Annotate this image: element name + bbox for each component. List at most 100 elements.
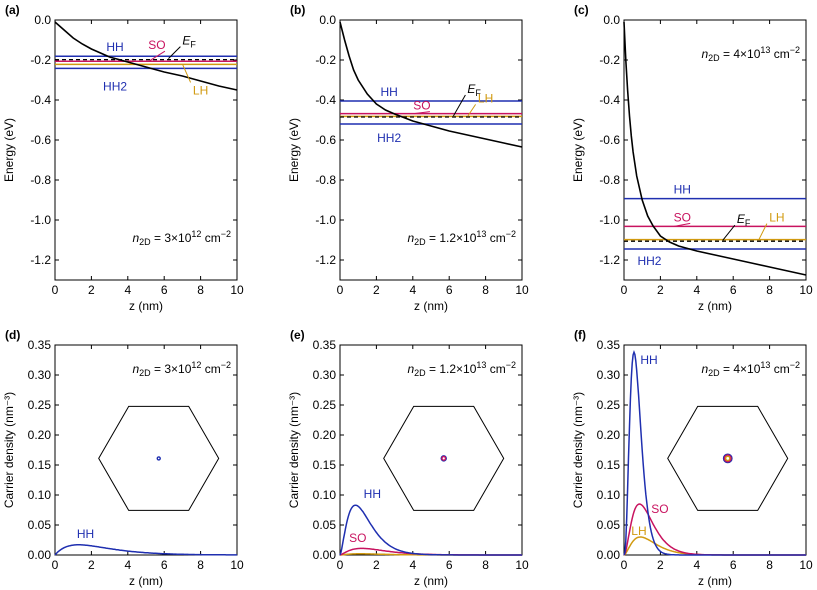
panel-label: (d) (5, 328, 20, 342)
density-curve-hh (623, 349, 806, 556)
y-tick-label: -1.0 (30, 213, 51, 227)
x-tick-label: 8 (482, 283, 489, 297)
level-label-hh2: HH2 (103, 79, 127, 93)
fermi-label: EF (182, 34, 196, 50)
density-annotation: n2D = 3×1012 cm−2 (132, 229, 231, 247)
y-tick-label: -0.2 (30, 53, 51, 67)
x-axis-label: z (nm) (129, 574, 163, 588)
x-axis-label: z (nm) (698, 574, 732, 588)
y-tick-label: 0.35 (313, 338, 337, 352)
density-label-lh: LH (631, 524, 646, 538)
brillouin-zone-hexagon (98, 405, 220, 511)
level-leader-lh (467, 104, 477, 117)
x-tick-label: 10 (799, 558, 813, 572)
level-label-hh2: HH2 (377, 131, 401, 145)
x-tick-label: 10 (230, 283, 244, 297)
plot-frame (54, 344, 238, 556)
x-tick-label: 0 (337, 558, 344, 572)
brillouin-zone-hexagon (383, 405, 505, 511)
x-tick-label: 6 (161, 283, 168, 297)
x-axis-label: z (nm) (414, 574, 448, 588)
y-tick-label: 0.25 (313, 398, 337, 412)
y-tick-label: 0.30 (28, 368, 52, 382)
level-label-so: SO (148, 38, 165, 52)
y-tick-label: -0.6 (599, 133, 620, 147)
x-tick-label: 10 (230, 558, 244, 572)
x-tick-label: 0 (52, 558, 59, 572)
y-tick-label: 0.05 (597, 518, 621, 532)
fermi-circle-hh (722, 453, 733, 464)
plot-frame (339, 19, 523, 281)
x-tick-label: 8 (766, 558, 773, 572)
y-tick-label: -0.4 (599, 93, 620, 107)
x-tick-label: 2 (88, 283, 95, 297)
x-tick-label: 2 (657, 283, 664, 297)
level-label-so: SO (413, 99, 430, 113)
brillouin-zone-hexagon (667, 405, 789, 511)
fermi-label: EF (737, 212, 751, 228)
density-curve-hh (339, 504, 522, 556)
fermi-circle-lh (724, 455, 731, 462)
x-tick-label: 8 (482, 558, 489, 572)
level-label-hh: HH (674, 183, 691, 197)
x-tick-label: 4 (693, 283, 700, 297)
density-annotation: n2D = 4×1013 cm−2 (701, 360, 800, 378)
y-tick-label: -0.2 (315, 53, 336, 67)
density-label-hh: HH (77, 527, 94, 541)
x-tick-label: 4 (693, 558, 700, 572)
y-tick-label: -1.2 (315, 253, 336, 267)
x-axis-label: z (nm) (129, 299, 163, 313)
y-axis-label: Energy (eV) (571, 118, 585, 182)
y-tick-label: 0.10 (28, 488, 52, 502)
fermi-circle-hh (156, 456, 161, 461)
x-tick-label: 0 (52, 283, 59, 297)
level-label-lh: LH (478, 91, 493, 105)
fermi-label: EF (467, 82, 481, 98)
fermi-circle-so (723, 454, 732, 463)
x-tick-label: 10 (799, 283, 813, 297)
y-tick-label: 0.0 (319, 13, 336, 27)
y-tick-label: 0.00 (597, 548, 621, 562)
fermi-circle-so (441, 455, 447, 461)
density-annotation: n2D = 3×1012 cm−2 (132, 360, 231, 378)
y-tick-label: 0.20 (28, 428, 52, 442)
level-label-lh: LH (769, 211, 784, 225)
level-leader-so (413, 111, 430, 115)
x-tick-label: 4 (409, 558, 416, 572)
y-tick-label: 0.0 (34, 13, 51, 27)
y-tick-label: 0.25 (28, 398, 52, 412)
density-annotation: n2D = 4×1013 cm−2 (701, 45, 800, 63)
panel-label: (e) (290, 328, 305, 342)
y-tick-label: 0.05 (28, 518, 52, 532)
x-tick-label: 2 (373, 558, 380, 572)
y-tick-label: 0.15 (313, 458, 337, 472)
x-tick-label: 6 (161, 558, 168, 572)
potential-curve (339, 21, 523, 148)
level-label-hh: HH (106, 40, 123, 54)
y-tick-label: 0.35 (28, 338, 52, 352)
x-tick-label: 6 (446, 283, 453, 297)
x-tick-label: 8 (766, 283, 773, 297)
level-label-hh2: HH2 (637, 254, 661, 268)
density-label-hh: HH (640, 353, 657, 367)
y-tick-label: 0.15 (597, 458, 621, 472)
x-axis-label: z (nm) (414, 299, 448, 313)
x-tick-label: 4 (124, 283, 131, 297)
x-tick-label: 10 (515, 558, 529, 572)
y-axis-label: Energy (eV) (287, 118, 301, 182)
y-tick-label: 0.05 (313, 518, 337, 532)
y-tick-label: 0.30 (313, 368, 337, 382)
y-axis-label: Carrier density (nm⁻³) (571, 392, 585, 508)
x-tick-label: 10 (515, 283, 529, 297)
x-tick-label: 4 (124, 558, 131, 572)
x-tick-label: 6 (730, 283, 737, 297)
density-curve-hh (54, 544, 237, 556)
panel-label: (c) (574, 3, 589, 17)
level-leader-lh (182, 64, 192, 83)
y-tick-label: -0.2 (599, 53, 620, 67)
